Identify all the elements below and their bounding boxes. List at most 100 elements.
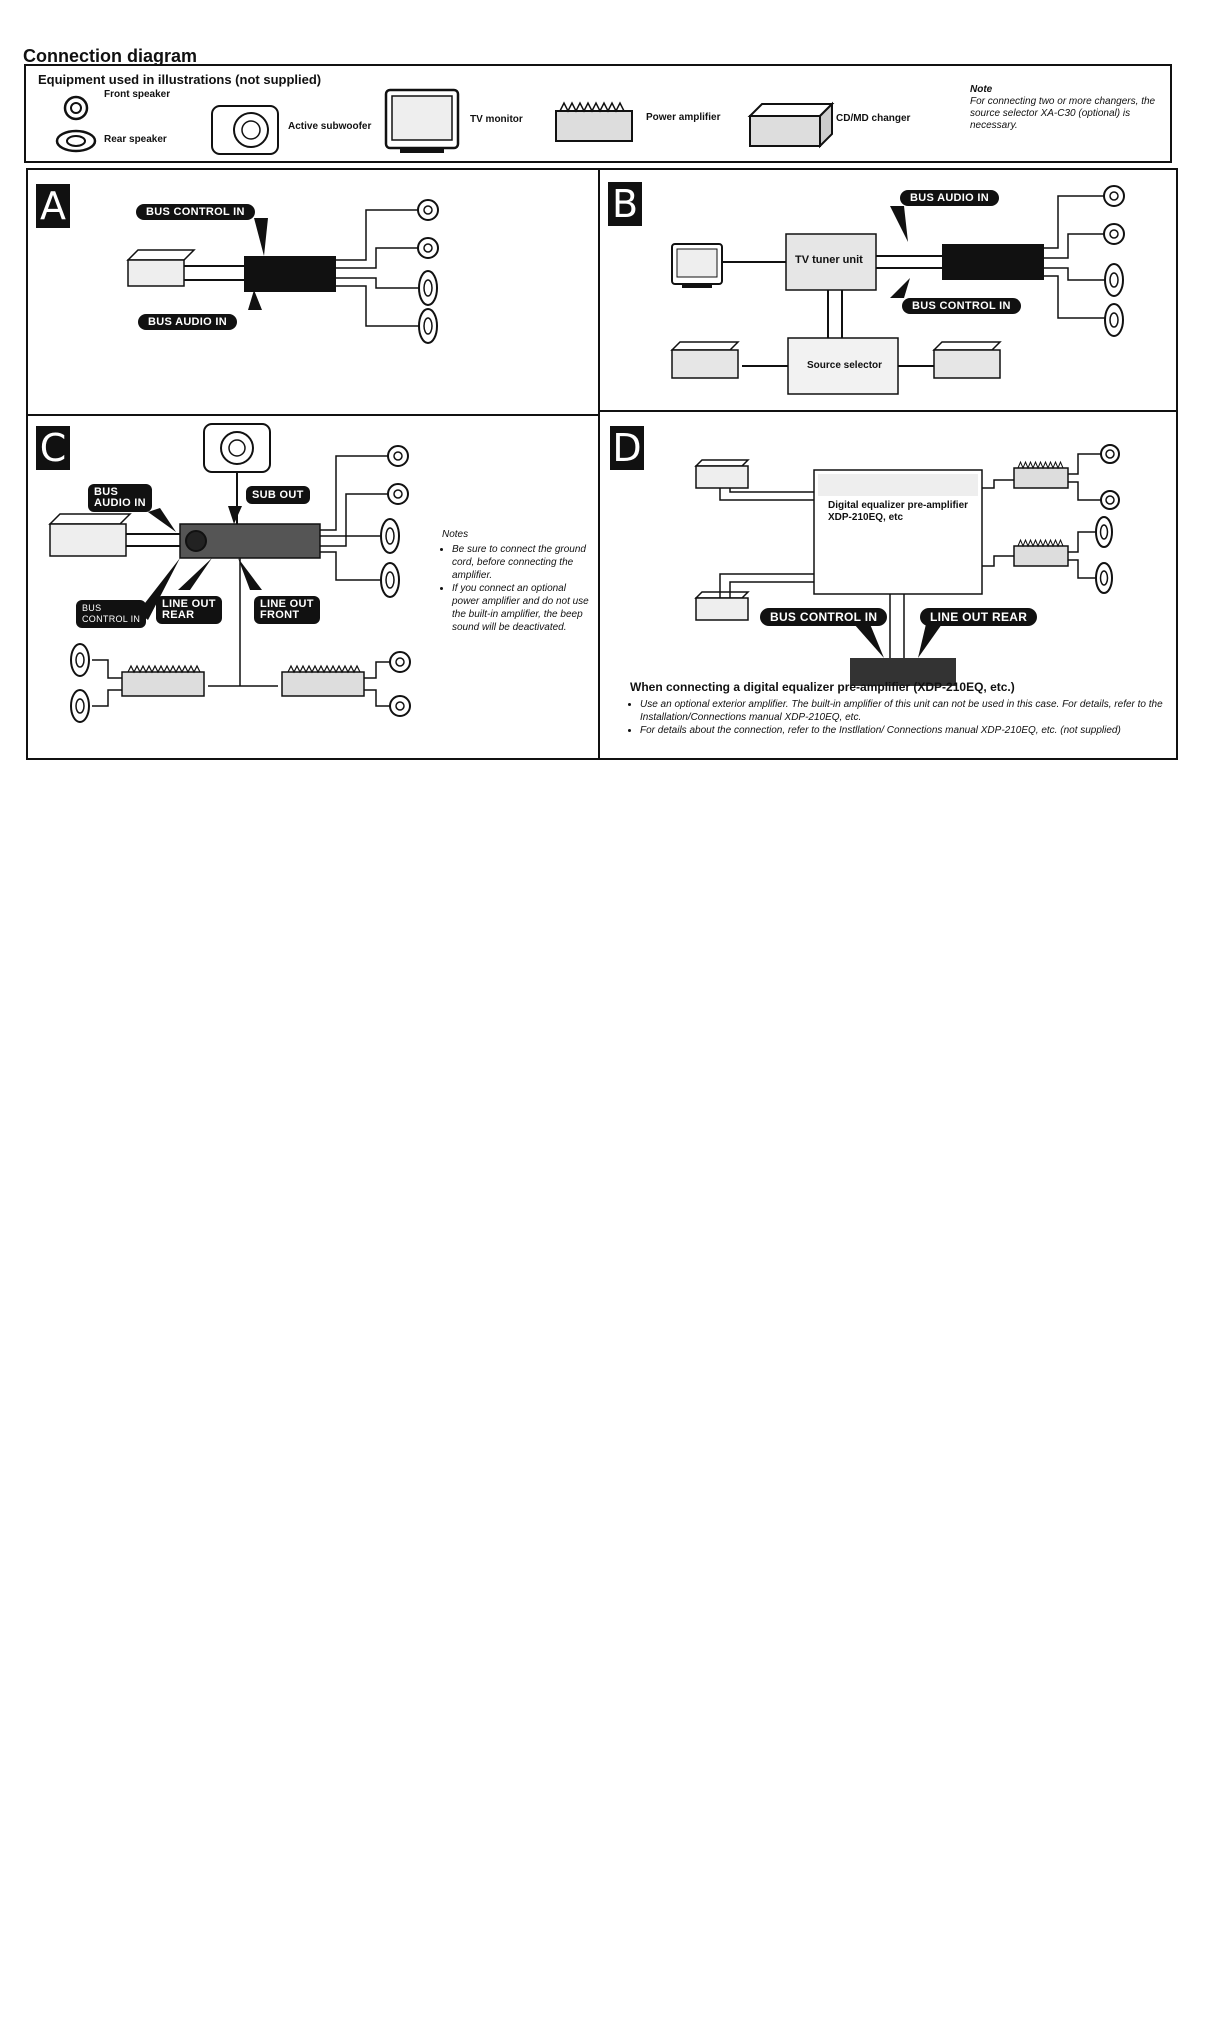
- tv-monitor-icon: [671, 243, 723, 288]
- active-subwoofer-icon: [211, 105, 279, 155]
- line-out-rear-label: LINE OUT REAR: [156, 596, 222, 624]
- front-speaker-icon: [389, 651, 411, 673]
- digital-equalizer-label: Digital equalizer pre-amplifier XDP-210E…: [828, 500, 968, 524]
- head-unit: [942, 244, 1044, 280]
- front-speaker-icon: [417, 237, 439, 259]
- legend-heading: Equipment used in illustrations (not sup…: [38, 72, 322, 87]
- bus-control-in-label: BUS CONTROL IN: [76, 600, 147, 628]
- power-amplifier-icon: [281, 664, 365, 697]
- bus-audio-in-label: BUS AUDIO IN: [138, 314, 237, 330]
- tv-monitor-label: TV monitor: [470, 114, 523, 125]
- power-amplifier-icon: [121, 664, 205, 697]
- rear-speaker-icon: [380, 562, 400, 598]
- panel-c-diagram: [48, 423, 411, 723]
- front-speaker-icon: [417, 199, 439, 221]
- rear-speaker-icon: [1095, 516, 1113, 548]
- cd-md-changer-icon: [670, 341, 740, 379]
- rear-speaker-icon: [70, 643, 90, 677]
- digital-equalizer-label-line-1: Digital equalizer pre-amplifier: [828, 500, 969, 511]
- front-speaker-icon: [387, 445, 409, 467]
- rear-speaker-icon: [1095, 562, 1113, 594]
- head-unit: [850, 658, 956, 686]
- cd-md-changer-icon: [48, 513, 132, 557]
- rear-speaker-icon: [380, 518, 400, 554]
- rear-speaker-icon: [418, 308, 438, 344]
- equipment-legend: Equipment used in illustrations (not sup…: [24, 64, 1172, 163]
- power-amplifier-icon: [1013, 460, 1069, 489]
- panel-b-letter: B: [608, 182, 642, 226]
- bullet-item: Use an optional exterior amplifier. The …: [640, 698, 1170, 724]
- connection-panels: A BUS CONTROL IN BUS AUDIO IN: [26, 168, 1178, 760]
- rear-speaker-label: Rear speaker: [104, 134, 167, 145]
- sub-out-label: SUB OUT: [246, 486, 310, 504]
- front-speaker-icon: [389, 695, 411, 717]
- front-speaker-icon: [1100, 490, 1120, 510]
- legend-note: Note For connecting two or more changers…: [970, 84, 1170, 132]
- note-title: Note: [970, 84, 993, 95]
- rear-speaker-icon: [418, 270, 438, 306]
- bullet-item: For details about the connection, refer …: [640, 724, 1170, 737]
- notes-title: Notes: [442, 529, 469, 540]
- note-text: For connecting two or more changers, the…: [970, 96, 1156, 131]
- bus-audio-in-line-1: BUS: [94, 486, 119, 498]
- active-subwoofer-icon: [203, 423, 271, 473]
- note-item: Be sure to connect the ground cord, befo…: [452, 543, 592, 582]
- front-speaker-label: Front speaker: [104, 89, 171, 100]
- panel-d-letter: D: [610, 426, 644, 470]
- front-speaker-icon: [1103, 185, 1125, 207]
- active-subwoofer-label: Active subwoofer: [288, 121, 372, 132]
- cd-md-changer-icon: [932, 341, 1002, 379]
- rear-speaker-icon: [1104, 263, 1124, 297]
- bus-control-in-label: BUS CONTROL IN: [902, 298, 1021, 314]
- front-speaker-icon: [387, 483, 409, 505]
- rear-speaker-icon: [55, 129, 97, 153]
- legend-icons: [55, 88, 835, 155]
- tv-tuner-unit-label: TV tuner unit: [795, 254, 863, 266]
- front-speaker-icon: [1100, 444, 1120, 464]
- panel-c: C: [28, 416, 600, 758]
- page-title: Connection diagram: [23, 46, 198, 66]
- line-out-front-label: LINE OUT FRONT: [254, 596, 320, 624]
- bus-control-in-line-2: CONTROL IN: [82, 614, 141, 624]
- cd-md-changer-label: CD/MD changer: [836, 113, 911, 124]
- cd-md-changer-icon: [694, 459, 750, 489]
- power-amplifier-icon: [1013, 538, 1069, 567]
- digital-equalizer-label-line-2: XDP-210EQ, etc: [828, 512, 904, 523]
- line-out-rear-line-2: REAR: [162, 609, 195, 621]
- line-out-rear-label: LINE OUT REAR: [920, 608, 1038, 626]
- panel-a-letter: A: [36, 184, 70, 228]
- front-speaker-icon: [1103, 223, 1125, 245]
- tv-monitor-icon: [384, 88, 460, 153]
- power-amplifier-icon: [555, 101, 633, 142]
- cd-md-changer-icon: [747, 101, 835, 149]
- rear-speaker-icon: [1104, 303, 1124, 337]
- panel-d-diagram: [694, 444, 1120, 686]
- bus-control-in-label: BUS CONTROL IN: [136, 204, 255, 220]
- power-amplifier-label: Power amplifier: [646, 112, 721, 123]
- panel-a: A BUS CONTROL IN BUS AUDIO IN: [28, 170, 600, 416]
- rear-speaker-icon: [70, 689, 90, 723]
- bus-audio-in-label: BUS AUDIO IN: [900, 190, 999, 206]
- line-out-rear-line-1: LINE OUT: [162, 598, 216, 610]
- head-unit: [244, 256, 336, 292]
- source-selector-label: Source selector: [807, 360, 883, 371]
- bus-audio-in-label: BUS AUDIO IN: [88, 484, 152, 512]
- bus-audio-in-line-2: AUDIO IN: [94, 497, 146, 509]
- cd-md-changer-icon: [694, 591, 750, 621]
- panel-c-letter: C: [36, 426, 70, 470]
- line-out-front-line-1: LINE OUT: [260, 598, 314, 610]
- front-speaker-icon: [63, 95, 89, 121]
- panel-d-heading: When connecting a digital equalizer pre-…: [630, 680, 1015, 694]
- line-out-front-line-2: FRONT: [260, 609, 300, 621]
- panel-b: B: [600, 170, 1176, 412]
- panel-d-bullets: Use an optional exterior amplifier. The …: [630, 698, 1170, 737]
- panel-d: D: [600, 412, 1176, 758]
- note-item: If you connect an optional power amplifi…: [452, 582, 592, 634]
- cd-md-changer-icon: [126, 249, 196, 287]
- panel-c-notes: Notes Be sure to connect the ground cord…: [442, 528, 592, 634]
- bus-control-in-line-1: BUS: [82, 603, 102, 613]
- panel-b-diagram: [670, 185, 1125, 395]
- panel-a-diagram: [126, 199, 439, 344]
- tv-tuner-unit: [785, 233, 877, 291]
- bus-control-in-label: BUS CONTROL IN: [760, 608, 888, 626]
